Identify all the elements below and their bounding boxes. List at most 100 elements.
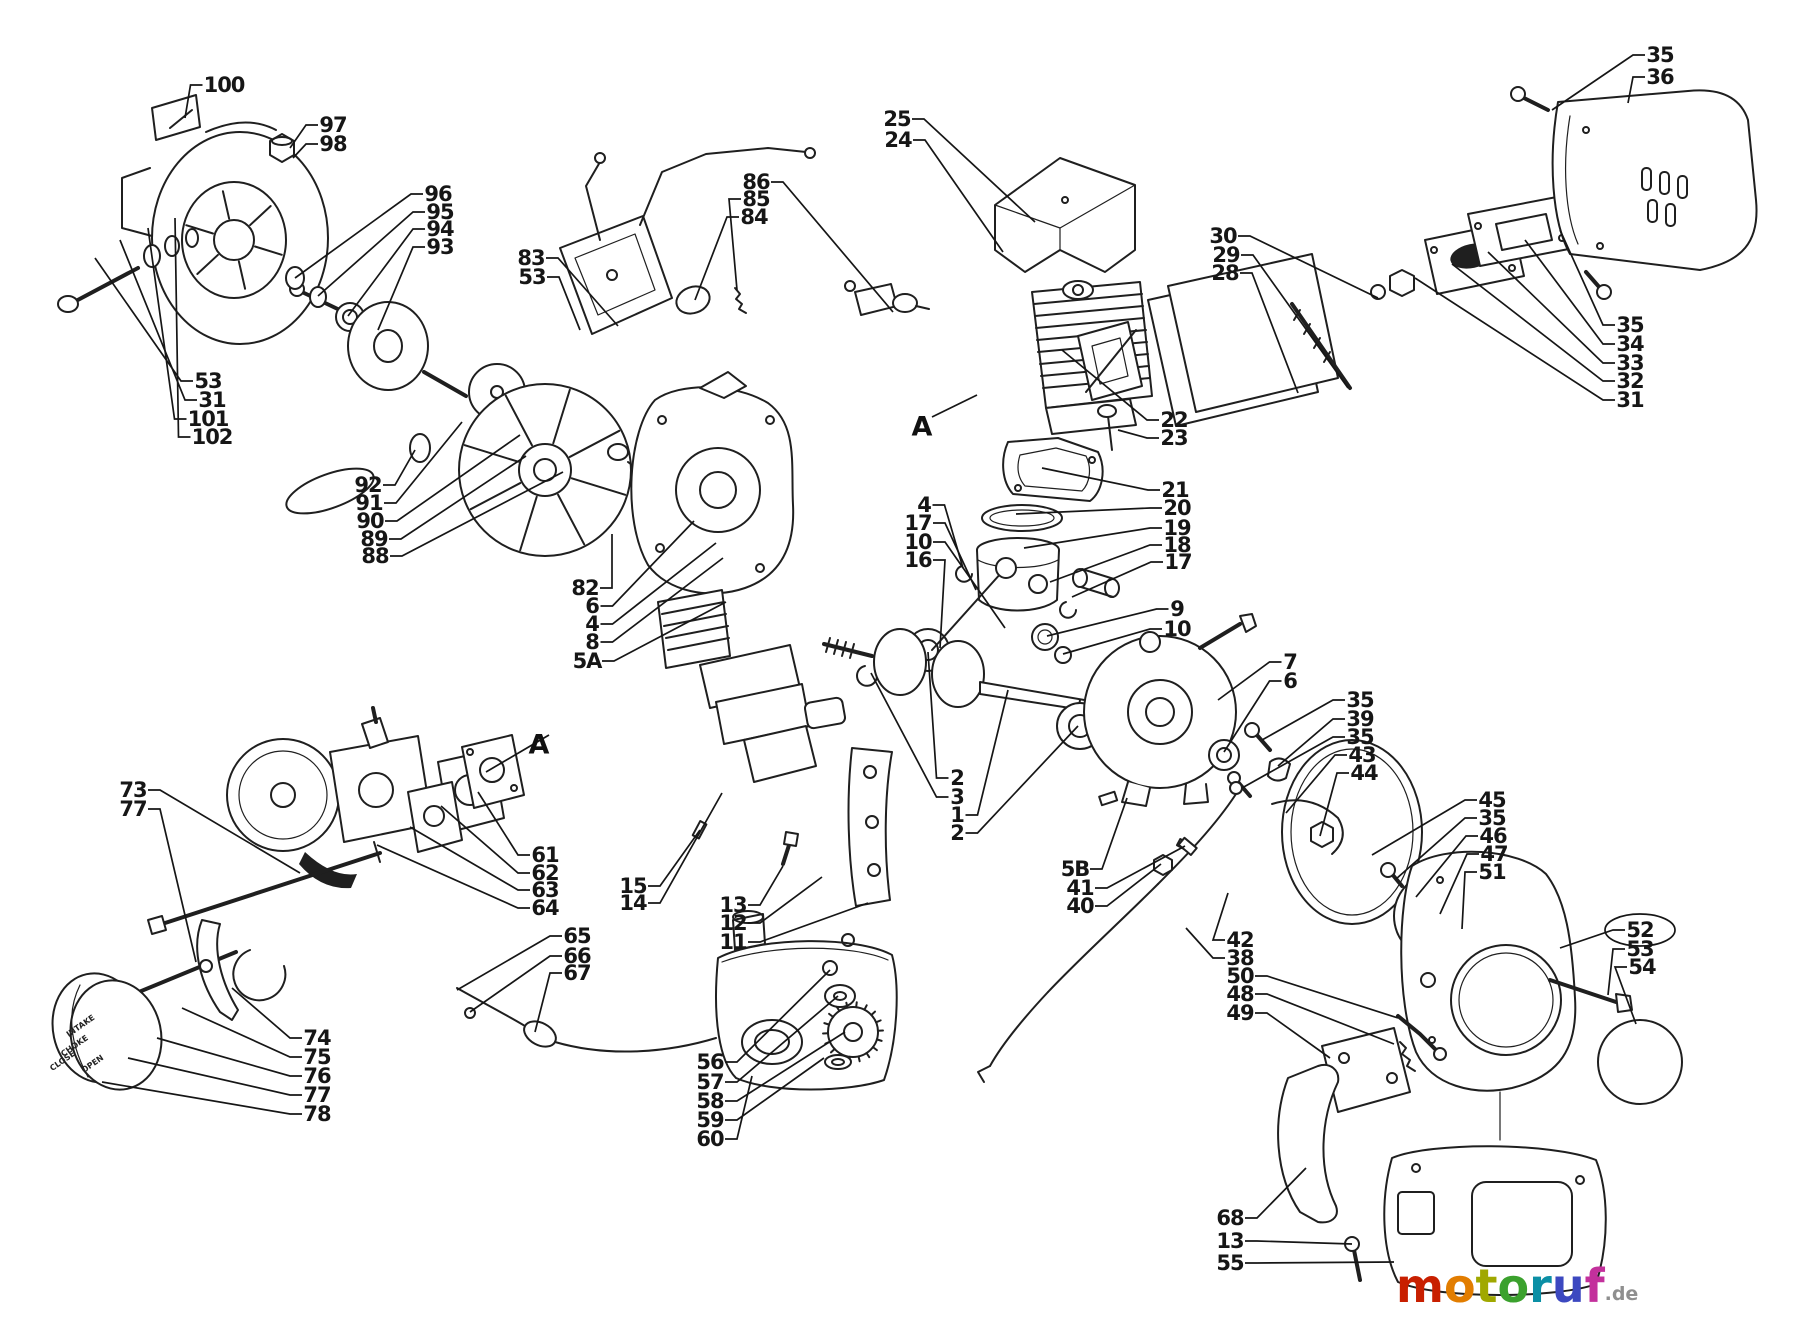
leader-line-15-84: [648, 829, 701, 887]
mount-bracket-drawing: [657, 589, 893, 907]
part-label-89: 89: [360, 527, 388, 551]
carb-bolt-long-drawing: [160, 851, 382, 926]
part-label-43: 43: [1348, 743, 1375, 767]
leader-line-10-39: [933, 541, 1006, 629]
part-label-102: 102: [192, 425, 233, 449]
leader-line-98-4: [292, 143, 318, 159]
part-label-12: 12: [719, 911, 746, 935]
part-label-18: 18: [1163, 533, 1191, 557]
part-label-22: 22: [1160, 408, 1187, 432]
leader-line-86-11: [771, 181, 894, 313]
leader-line-17-43: [1071, 561, 1163, 598]
leader-line-41-58: [1095, 845, 1186, 889]
part-label-95: 95: [426, 200, 454, 224]
leader-line-7-51: [1217, 661, 1282, 701]
part-label-13: 13: [719, 893, 746, 917]
part-label-6: 6: [585, 594, 599, 618]
leader-line-102-27: [174, 217, 191, 438]
part-label-64: 64: [531, 896, 559, 920]
throttle-cable-drawing: [977, 781, 1243, 1083]
leader-line-50-67: [1255, 975, 1399, 1019]
leader-line-58-99: [725, 1031, 846, 1102]
part-label-4: 4: [917, 493, 931, 517]
leader-line-40-59: [1095, 863, 1162, 907]
plug-spring-drawing: [734, 287, 747, 314]
part-label-11: 11: [719, 930, 747, 954]
part-label-42: 42: [1226, 928, 1253, 952]
part-label-40: 40: [1066, 894, 1094, 918]
leader-line-1-55: [965, 689, 1009, 816]
part-label-53: 53: [1626, 937, 1653, 961]
part-label-3: 3: [950, 785, 964, 809]
leader-line-6-52: [1223, 680, 1282, 753]
part-label-2: 2: [950, 821, 964, 845]
part-label-17: 17: [904, 511, 931, 535]
part-label-8: 8: [585, 630, 599, 654]
leader-line-61-80: [477, 791, 530, 856]
part-label-58: 58: [696, 1089, 724, 1113]
part-label-6: 6: [1283, 669, 1297, 693]
plug-boot-drawing: [675, 285, 711, 315]
leader-line-49-69: [1255, 1012, 1331, 1059]
leader-line-35-19: [1559, 229, 1615, 326]
bolt-53-drawing: [1548, 978, 1618, 1004]
part-label-100: 100: [204, 73, 245, 97]
leader-line-44-64: [1319, 772, 1349, 837]
leader-line-32-22: [1451, 263, 1615, 382]
part-label-63: 63: [531, 878, 558, 902]
part-label-35: 35: [1616, 313, 1644, 337]
recoil-starter-housing-drawing: [1400, 850, 1683, 1105]
part-label-56: 56: [696, 1050, 724, 1074]
part-label-17: 17: [1164, 550, 1191, 574]
part-label-93: 93: [426, 235, 453, 259]
part-label-51: 51: [1478, 860, 1506, 884]
lower-shroud-drawing: [1277, 1064, 1607, 1296]
leader-line-12-87: [748, 876, 823, 924]
fuel-line-drawing: [456, 987, 717, 1053]
leader-line-13-103: [1245, 1240, 1353, 1245]
view-marker-A-0: A: [912, 412, 933, 443]
leader-line-5B-57: [1090, 797, 1128, 870]
leader-line-88-34: [390, 471, 564, 557]
leader-line-20-36: [1015, 507, 1162, 515]
part-label-59: 59: [696, 1108, 724, 1132]
leader-line-30-14: [1238, 235, 1379, 299]
marker-leader: [485, 734, 550, 773]
leader-line-95-8: [317, 211, 425, 297]
part-label-96: 96: [424, 182, 452, 206]
leader-line-39-61: [1277, 718, 1345, 767]
leader-line-56-97: [725, 969, 831, 1063]
part-number-labels: 1003536979825249695949386858430292883533…: [94, 43, 1676, 1275]
view-marker-A-1: A: [529, 730, 550, 761]
leader-line-84-13: [694, 216, 739, 301]
part-label-65: 65: [563, 924, 591, 948]
motoruf-logo: motoruf.de: [1396, 1259, 1638, 1313]
part-label-78: 78: [303, 1102, 331, 1126]
leader-line-19-41: [1023, 527, 1162, 549]
part-label-38: 38: [1226, 946, 1254, 970]
part-label-24: 24: [884, 128, 912, 152]
part-label-9: 9: [1170, 597, 1184, 621]
part-label-31: 31: [198, 388, 226, 412]
leader-line-62-81: [440, 805, 530, 874]
part-label-75: 75: [303, 1045, 331, 1069]
fan-housing-drawing: [121, 94, 329, 345]
part-label-10: 10: [1163, 617, 1191, 641]
clutch-brake-parts-drawing: [1227, 722, 1344, 855]
part-label-32: 32: [1616, 369, 1643, 393]
leader-line-35-71: [1395, 817, 1477, 880]
part-label-39: 39: [1346, 707, 1374, 731]
leader-line-9-49: [1046, 608, 1169, 637]
part-label-2: 2: [950, 766, 964, 790]
part-label-19: 19: [1163, 516, 1191, 540]
part-label-55: 55: [1216, 1251, 1244, 1275]
leader-line-6-45: [600, 520, 695, 607]
leader-line-57-98: [725, 995, 839, 1083]
leader-line-67-91: [534, 972, 562, 1033]
leader-line-45-70: [1371, 799, 1477, 856]
part-label-73: 73: [119, 778, 146, 802]
leader-line-36-2: [1627, 76, 1645, 104]
leader-line-52-75: [1559, 929, 1625, 949]
